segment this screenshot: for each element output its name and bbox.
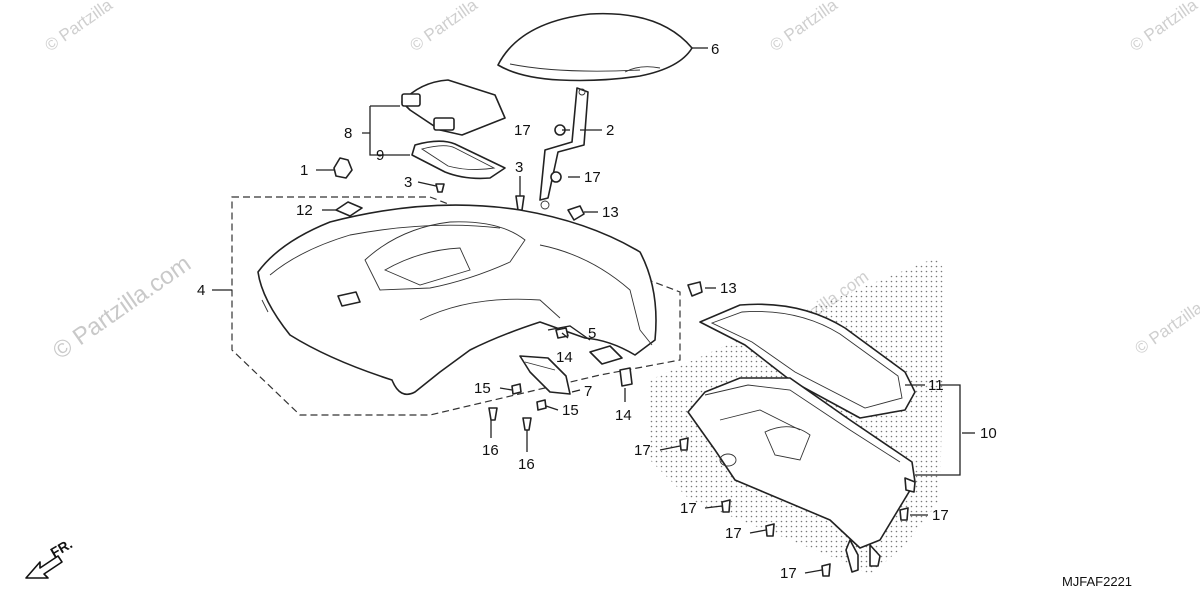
leader-lines — [212, 47, 975, 574]
watermark-top-left: © Partzilla — [41, 0, 116, 55]
label-9: 9 — [376, 147, 384, 164]
front-arrow-icon — [25, 555, 63, 579]
front-indicator: FR. — [25, 535, 76, 579]
label-3a: 3 — [404, 174, 412, 191]
part-15-16-fasteners — [488, 383, 547, 431]
part-5-pad — [589, 345, 623, 365]
part-14-clips — [555, 327, 633, 387]
label-16b: 16 — [518, 456, 535, 473]
watermark-top-right: © Partzilla — [1126, 0, 1200, 55]
label-14b: 14 — [615, 407, 632, 424]
label-7: 7 — [584, 383, 592, 400]
part-11-seal — [699, 303, 916, 419]
label-5: 5 — [588, 325, 596, 342]
part-2-stay — [539, 87, 589, 210]
watermark-left-large: © Partzilla.com — [48, 250, 196, 365]
part-3-screws — [435, 183, 525, 211]
label-10: 10 — [980, 425, 997, 442]
label-3b: 3 — [515, 159, 523, 176]
label-1: 1 — [300, 162, 308, 179]
label-17b: 17 — [584, 169, 601, 186]
label-17a: 17 — [514, 122, 531, 139]
label-17d: 17 — [680, 500, 697, 517]
label-4: 4 — [197, 282, 205, 299]
part-1-clip — [333, 157, 353, 179]
label-13b: 13 — [720, 280, 737, 297]
label-17f: 17 — [780, 565, 797, 582]
label-6: 6 — [711, 41, 719, 58]
label-14a: 14 — [556, 349, 573, 366]
part-4-rear-fender — [257, 204, 657, 396]
part-10-utility-box — [687, 377, 916, 573]
diagram-code: MJFAF2221 — [1062, 574, 1132, 589]
label-16a: 16 — [482, 442, 499, 459]
part-7-bracket — [519, 355, 571, 395]
watermark-right-mid: © Partzilla — [1131, 298, 1200, 358]
part-17-screws-lower — [679, 437, 909, 577]
watermark-top-mid-right: © Partzilla — [766, 0, 841, 55]
watermark-top-mid-left: © Partzilla — [406, 0, 481, 55]
label-8: 8 — [344, 125, 352, 142]
part-6-seat-cover — [497, 12, 693, 82]
label-13a: 13 — [602, 204, 619, 221]
part-8-lid — [401, 79, 506, 136]
part-12-pad — [335, 201, 363, 217]
label-2: 2 — [606, 122, 614, 139]
label-15b: 15 — [562, 402, 579, 419]
part-9-seal — [411, 140, 506, 180]
part-13-bolts — [567, 205, 703, 297]
front-label: FR. — [48, 535, 76, 560]
label-17g: 17 — [932, 507, 949, 524]
label-15a: 15 — [474, 380, 491, 397]
label-17e: 17 — [725, 525, 742, 542]
label-12: 12 — [296, 202, 313, 219]
part-labels: 1 2 3 3 4 5 6 7 8 9 10 11 12 13 13 14 14… — [197, 41, 997, 582]
label-11: 11 — [928, 377, 944, 394]
label-17c: 17 — [634, 442, 651, 459]
